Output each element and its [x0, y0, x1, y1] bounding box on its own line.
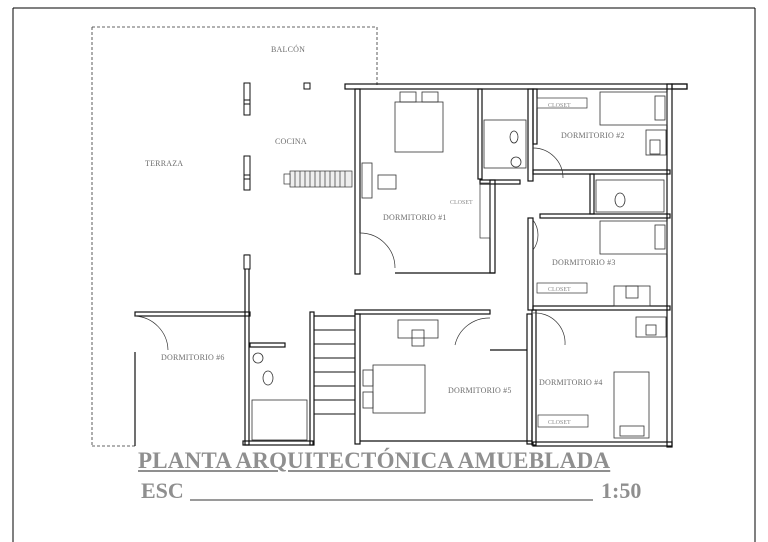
label-closet-d2: CLOSET	[548, 103, 571, 109]
drawing-frame	[12, 7, 756, 542]
beds	[362, 91, 668, 439]
furniture	[361, 129, 667, 347]
label-dormitorio-5: DORMITORIO #5	[448, 386, 512, 395]
scale-label: ESC	[141, 478, 184, 503]
label-closet-d4: CLOSET	[548, 420, 571, 426]
kitchen-counter	[283, 170, 353, 188]
columns	[243, 82, 311, 270]
walls	[134, 83, 688, 448]
scale-value: 1:50	[601, 478, 642, 503]
label-terraza: TERRAZA	[145, 159, 183, 168]
label-cocina: COCINA	[275, 137, 307, 146]
closet-outlines	[479, 97, 589, 428]
label-closet-d1: CLOSET	[450, 200, 473, 206]
label-dormitorio-6: DORMITORIO #6	[161, 353, 225, 362]
bed-d3	[599, 220, 668, 255]
label-dormitorio-2: DORMITORIO #2	[561, 131, 625, 140]
scale-underline	[190, 499, 593, 501]
bathroom-fixtures	[251, 119, 665, 441]
label-closet-d3: CLOSET	[548, 287, 571, 293]
label-dormitorio-3: DORMITORIO #3	[552, 258, 616, 267]
label-dormitorio-4: DORMITORIO #4	[539, 378, 603, 387]
room-labels: BALCÓN COCINA TERRAZA DORMITORIO #1 DORM…	[145, 44, 625, 426]
bed-d2	[599, 91, 668, 126]
bed-d4	[613, 371, 650, 439]
door-swings	[134, 147, 566, 351]
drawing-title: PLANTA ARQUITECTÓNICA AMUEBLADA	[138, 448, 611, 473]
bed-d1	[394, 101, 444, 153]
bed-d5	[372, 364, 426, 414]
label-dormitorio-1: DORMITORIO #1	[383, 213, 447, 222]
stairs	[314, 329, 355, 415]
label-balcon: BALCÓN	[271, 44, 305, 54]
terraza-outline	[91, 26, 378, 447]
